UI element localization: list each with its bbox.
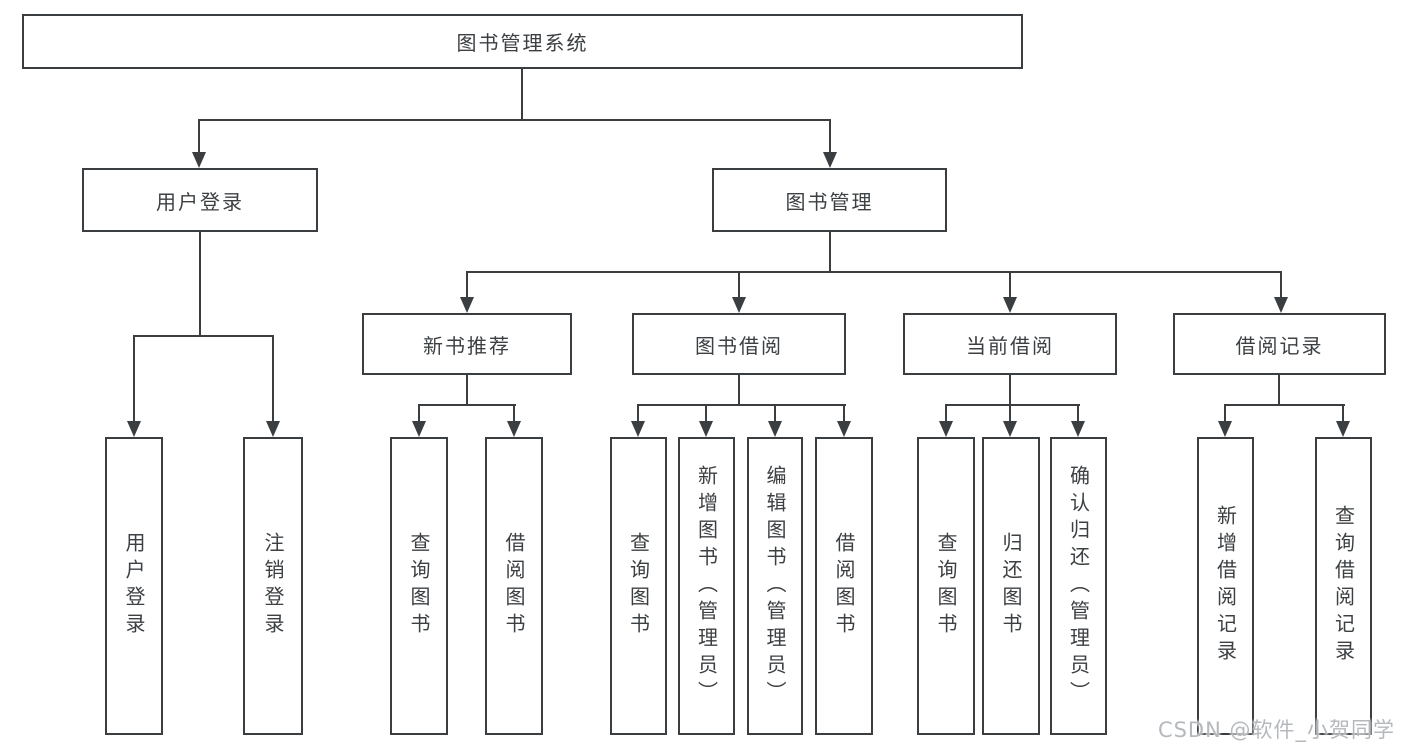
node-current-borrow-label: 当前借阅 <box>966 333 1054 358</box>
node-user-login: 用户登录 <box>82 168 318 232</box>
node-book-borrow: 图书借阅 <box>632 313 846 375</box>
edge-borrow-records-leaf1 <box>1224 404 1226 423</box>
leaf-records-add: 新增借阅记录 <box>1197 437 1254 735</box>
edge-book-borrow-bar <box>637 404 846 406</box>
leaf-borrow-edit-admin-label: 编辑图书（管理员） <box>763 464 787 708</box>
arrow-down-icon <box>1003 421 1017 437</box>
edge-root-to-book-mgmt <box>829 119 831 154</box>
arrow-down-icon <box>127 421 141 437</box>
arrow-down-icon <box>1274 297 1288 313</box>
edge-current-borrow-leaf2 <box>1009 404 1011 423</box>
edge-borrow-records-bar <box>1224 404 1345 406</box>
edge-to-logout-leaf <box>272 335 274 423</box>
leaf-records-add-label: 新增借阅记录 <box>1213 505 1238 667</box>
edge-user-login-stem <box>199 232 201 337</box>
edge-to-borrow-records <box>1280 271 1282 299</box>
edge-new-book-stem <box>466 375 468 406</box>
leaf-newbook-borrow-label: 借阅图书 <box>502 532 526 640</box>
leaf-records-query-label: 查询借阅记录 <box>1331 505 1356 667</box>
arrow-down-icon <box>507 421 521 437</box>
leaf-borrow-borrow-label: 借阅图书 <box>832 532 856 640</box>
csdn-watermark: CSDN @软件_小贺同学 <box>1157 718 1395 742</box>
edge-current-borrow-stem <box>1009 375 1011 406</box>
leaf-newbook-query-label: 查询图书 <box>407 532 431 640</box>
leaf-borrow-add-admin-label: 新增图书（管理员） <box>694 464 719 708</box>
arrow-down-icon <box>1003 297 1017 313</box>
node-book-mgmt: 图书管理 <box>712 168 947 232</box>
leaf-newbook-query: 查询图书 <box>390 437 448 735</box>
edge-book-borrow-leaf1 <box>637 404 639 423</box>
edge-to-new-book <box>466 271 468 299</box>
arrow-down-icon <box>266 421 280 437</box>
leaf-logout: 注销登录 <box>243 437 303 735</box>
arrow-down-icon <box>939 421 953 437</box>
arrow-down-icon <box>192 152 206 168</box>
edge-root-bar <box>198 119 831 121</box>
node-user-login-label: 用户登录 <box>156 189 244 214</box>
leaf-user-login: 用户登录 <box>105 437 163 735</box>
leaf-borrow-borrow: 借阅图书 <box>815 437 873 735</box>
edge-user-login-bar <box>133 335 274 337</box>
arrow-down-icon <box>412 421 426 437</box>
arrow-down-icon <box>699 421 713 437</box>
leaf-borrow-query-label: 查询图书 <box>626 532 651 640</box>
edge-borrow-records-leaf2 <box>1342 404 1344 423</box>
leaf-newbook-borrow: 借阅图书 <box>485 437 543 735</box>
arrow-down-icon <box>768 421 782 437</box>
edge-book-borrow-stem <box>738 375 740 406</box>
arrow-down-icon <box>732 297 746 313</box>
arrow-down-icon <box>1336 421 1350 437</box>
arrow-down-icon <box>823 152 837 168</box>
node-borrow-records: 借阅记录 <box>1173 313 1386 375</box>
edge-current-borrow-bar <box>945 404 1080 406</box>
node-new-book: 新书推荐 <box>362 313 572 375</box>
leaf-borrow-edit-admin: 编辑图书（管理员） <box>747 437 803 735</box>
arrow-down-icon <box>1071 421 1085 437</box>
node-book-borrow-label: 图书借阅 <box>695 333 783 358</box>
arrow-down-icon <box>837 421 851 437</box>
node-current-borrow: 当前借阅 <box>903 313 1117 375</box>
edge-current-borrow-leaf1 <box>945 404 947 423</box>
leaf-current-confirm-admin-label: 确认归还（管理员） <box>1066 464 1091 708</box>
leaf-current-confirm-admin: 确认归还（管理员） <box>1050 437 1107 735</box>
node-library-system: 图书管理系统 <box>22 14 1023 69</box>
arrow-down-icon <box>631 421 645 437</box>
node-borrow-records-label: 借阅记录 <box>1235 333 1324 358</box>
edge-book-mgmt-stem <box>829 232 831 273</box>
edge-borrow-records-stem <box>1278 375 1280 406</box>
edge-book-borrow-leaf2 <box>705 404 707 423</box>
edge-book-borrow-leaf3 <box>774 404 776 423</box>
leaf-current-return: 归还图书 <box>982 437 1040 735</box>
edge-to-login-leaf <box>133 335 135 423</box>
edge-new-book-bar <box>418 404 516 406</box>
node-library-system-label: 图书管理系统 <box>456 31 589 55</box>
edge-book-borrow-leaf4 <box>843 404 845 423</box>
leaf-current-query-label: 查询图书 <box>934 532 958 640</box>
leaf-current-return-label: 归还图书 <box>999 532 1023 640</box>
edge-book-mgmt-bar <box>466 271 1282 273</box>
node-book-mgmt-label: 图书管理 <box>785 189 874 214</box>
leaf-borrow-add-admin: 新增图书（管理员） <box>678 437 735 735</box>
arrow-down-icon <box>460 297 474 313</box>
edge-to-current-borrow <box>1009 271 1011 299</box>
edge-root-to-user-login <box>198 119 200 154</box>
leaf-borrow-query: 查询图书 <box>610 437 667 735</box>
edge-current-borrow-leaf3 <box>1077 404 1079 423</box>
leaf-user-login-label: 用户登录 <box>122 532 146 640</box>
leaf-records-query: 查询借阅记录 <box>1315 437 1372 735</box>
arrow-down-icon <box>1218 421 1232 437</box>
leaf-current-query: 查询图书 <box>917 437 975 735</box>
leaf-logout-label: 注销登录 <box>261 532 285 640</box>
edge-new-book-leaf2 <box>513 404 515 423</box>
edge-new-book-leaf1 <box>418 404 420 423</box>
edge-root-stem <box>521 69 523 120</box>
node-new-book-label: 新书推荐 <box>423 333 511 358</box>
edge-to-book-borrow <box>738 271 740 299</box>
